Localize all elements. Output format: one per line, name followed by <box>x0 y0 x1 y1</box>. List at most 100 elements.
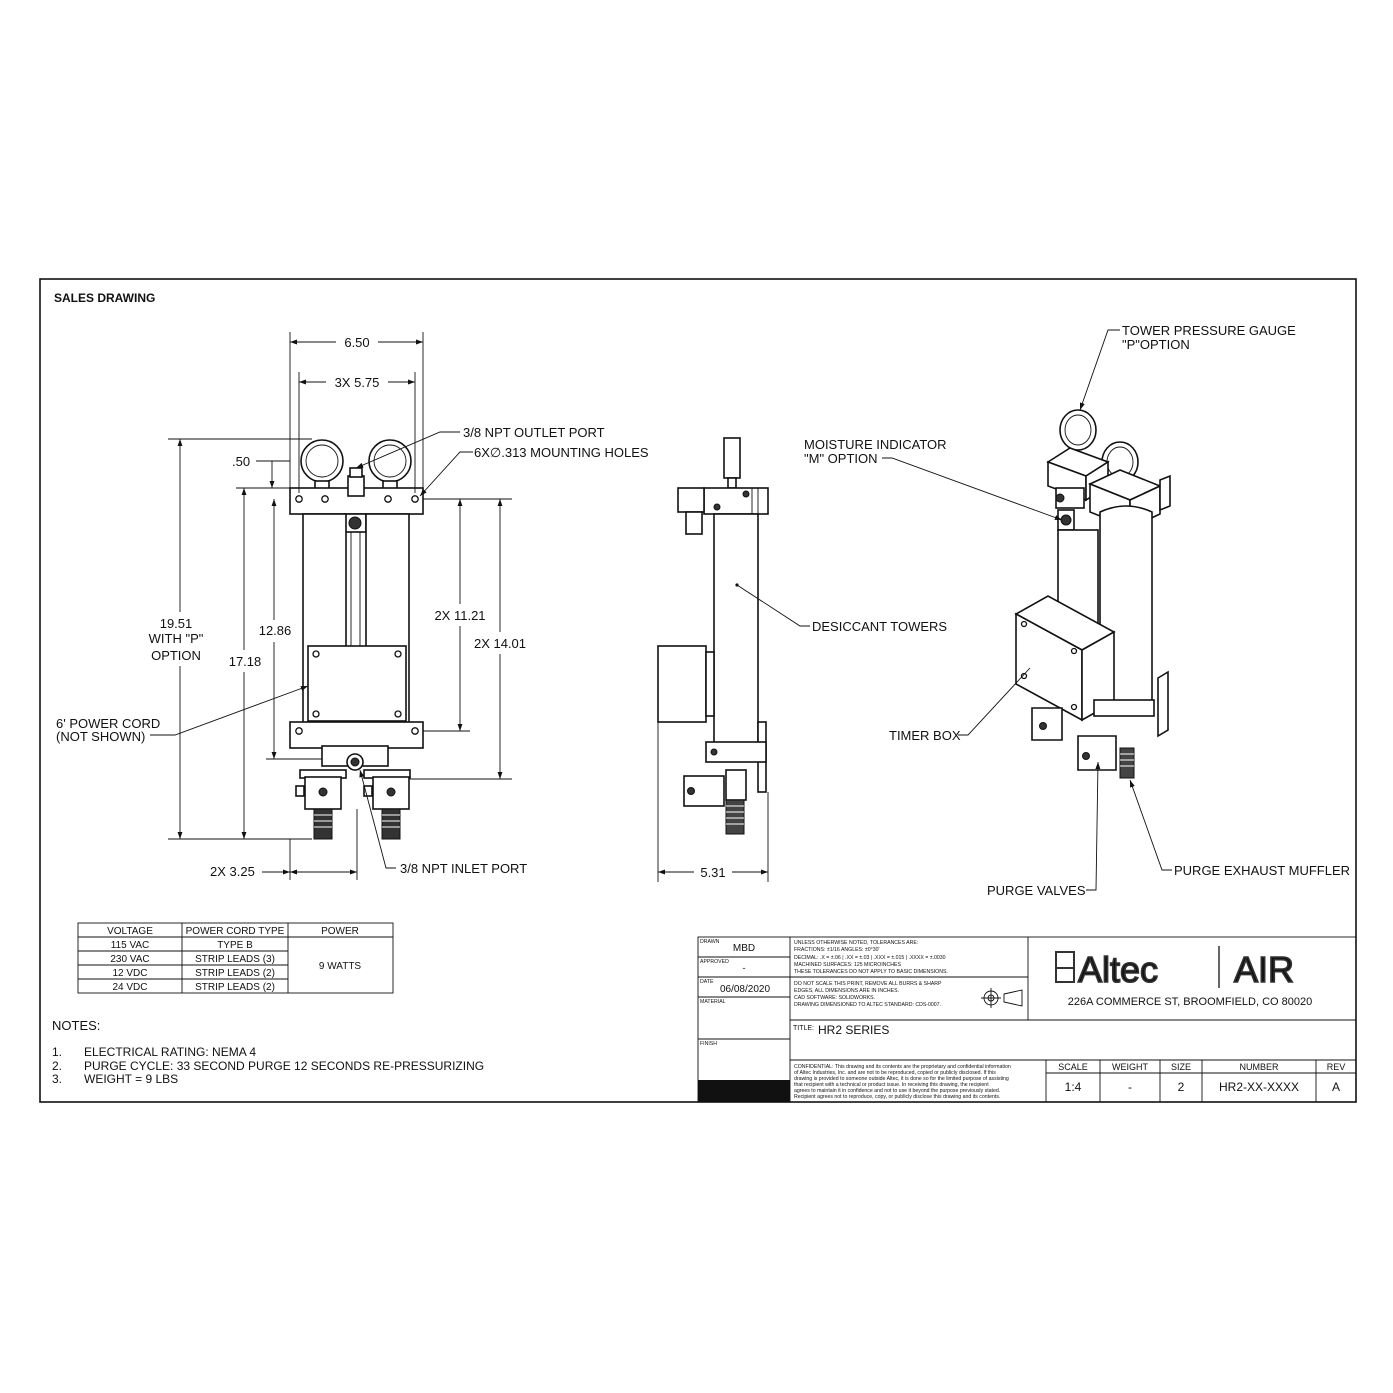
callout-mounting-holes: 6X∅.313 MOUNTING HOLES <box>474 445 649 460</box>
table-power-value: 9 WATTS <box>319 961 362 972</box>
table-cell: STRIP LEADS (3) <box>195 954 275 965</box>
dim-top-offset: .50 <box>232 454 250 469</box>
table-cell: 24 VDC <box>112 982 147 993</box>
confidential-line: drawing is provided to someone outside A… <box>794 1076 1009 1082</box>
table-cell: 12 VDC <box>112 968 147 979</box>
iso-purge-valve-left <box>1031 707 1063 741</box>
note-text: ELECTRICAL RATING: NEMA 4 <box>84 1045 256 1059</box>
iso-purge-valve-right <box>1077 735 1117 771</box>
approved-label: APPROVED <box>700 959 729 965</box>
side-view: 5.31 DESICCANT TOWERS <box>657 437 947 882</box>
dim-height-17: 17.18 <box>229 654 262 669</box>
scale-value: 1:4 <box>1065 1080 1082 1094</box>
iso-gauge-left <box>1059 409 1097 451</box>
dim-depth: 5.31 <box>700 865 725 880</box>
address: 226A COMMERCE ST, BROOMFIELD, CO 80020 <box>1068 996 1313 1008</box>
rev-label: REV <box>1327 1062 1346 1072</box>
altec-logo: Altec AIR <box>1055 946 1295 991</box>
side-muffler <box>725 799 745 835</box>
sheet-title: SALES DRAWING <box>54 291 155 305</box>
note-number: 3. <box>52 1072 62 1086</box>
table-cell: STRIP LEADS (2) <box>195 968 275 979</box>
callout-moisture-2: "M" OPTION <box>804 451 878 466</box>
note-number: 2. <box>52 1059 62 1073</box>
note-text: PURGE CYCLE: 33 SECOND PURGE 12 SECONDS … <box>84 1059 484 1073</box>
table-cell: TYPE B <box>217 940 253 951</box>
front-view: 6.50 3X 5.75 .50 19.51 WITH "P" OPTION 1… <box>56 332 649 880</box>
approved-value: - <box>743 963 746 973</box>
timer-box <box>307 645 407 722</box>
third-angle-projection-icon <box>981 988 1023 1008</box>
note-text: WEIGHT = 9 LBS <box>84 1072 178 1086</box>
confidential-line: CONFIDENTIAL: This drawing and its conte… <box>794 1064 1011 1070</box>
title-block: DRAWN MBD APPROVED - DATE 06/08/2020 MAT… <box>697 936 1357 1103</box>
tolerance-line: DECIMAL: .X = ±.06 | .XX = ±.03 | .XXX =… <box>794 955 946 961</box>
notes-heading: NOTES: <box>52 1018 100 1033</box>
muffler-left <box>313 808 333 840</box>
callout-desiccant-towers: DESICCANT TOWERS <box>812 619 947 634</box>
tolerance-line: UNLESS OTHERWISE NOTED, TOLERANCES ARE: <box>794 940 918 946</box>
callout-power-cord-2: (NOT SHOWN) <box>56 729 145 744</box>
drawn-label: DRAWN <box>700 939 720 945</box>
note-number: 1. <box>52 1045 62 1059</box>
pressure-gauge-left <box>300 439 344 483</box>
brand-left: Altec <box>1078 949 1158 990</box>
iso-view: TOWER PRESSURE GAUGE "P"OPTION MOISTURE … <box>804 323 1350 898</box>
callout-gauge-1: TOWER PRESSURE GAUGE <box>1122 323 1296 338</box>
pressure-gauge-right <box>368 439 412 483</box>
tolerance-line: THESE TOLERANCES DO NOT APPLY TO BASIC D… <box>794 969 948 975</box>
rev-value: A <box>1332 1080 1340 1094</box>
table-header-cord: POWER CORD TYPE <box>186 926 285 937</box>
side-tower <box>713 513 759 747</box>
drawn-value: MBD <box>733 943 755 954</box>
scale-note-line: CAD SOFTWARE: SOLIDWORKS. <box>794 995 875 1001</box>
title-value: HR2 SERIES <box>818 1023 889 1037</box>
bottom-bracket <box>289 721 424 749</box>
scale-note-line: EDGES, ALL DIMENSIONS ARE IN INCHES. <box>794 988 899 994</box>
size-value: 2 <box>1178 1080 1185 1094</box>
finish-label: FINISH <box>700 1041 717 1047</box>
confidential-line: of Altec Industries, Inc. and are not to… <box>794 1070 996 1076</box>
scale-note-line: DO NOT SCALE THIS PRINT, REMOVE ALL BURR… <box>794 981 942 987</box>
number-label: NUMBER <box>1239 1062 1279 1072</box>
confidential-line: that recipient with a technical or produ… <box>794 1082 989 1088</box>
callout-gauge-2: "P"OPTION <box>1122 337 1190 352</box>
callout-purge-valves: PURGE VALVES <box>987 883 1086 898</box>
outlet-port <box>347 475 365 497</box>
dim-2x-11: 2X 11.21 <box>434 608 485 623</box>
confidential-line: Recipient agrees not to reproduce, copy,… <box>794 1094 1000 1100</box>
tolerance-line: FRACTIONS: ±1/16 ANGLES: ±0°30' <box>794 947 879 953</box>
title-label: TITLE: <box>793 1025 814 1032</box>
callout-muffler: PURGE EXHAUST MUFFLER <box>1174 863 1350 878</box>
table-cell: 230 VAC <box>110 954 149 965</box>
callout-outlet-port: 3/8 NPT OUTLET PORT <box>463 425 605 440</box>
weight-label: WEIGHT <box>1112 1062 1148 1072</box>
callout-timer-box: TIMER BOX <box>889 728 961 743</box>
table-cell: 115 VAC <box>111 940 150 951</box>
callout-power-cord-1: 6' POWER CORD <box>56 716 160 731</box>
scale-note-line: DRAWING DIMENSIONED TO ALTEC STANDARD: C… <box>794 1002 941 1008</box>
table-cell: STRIP LEADS (2) <box>195 982 275 993</box>
dim-2x-325: 2X 3.25 <box>210 864 255 879</box>
scale-label: SCALE <box>1058 1062 1088 1072</box>
callout-moisture-1: MOISTURE INDICATOR <box>804 437 947 452</box>
side-timer-box <box>657 645 707 723</box>
dim-2x-14: 2X 14.01 <box>474 636 526 651</box>
dim-overall-height-2: WITH "P" <box>149 631 204 646</box>
dim-height-12: 12.86 <box>259 623 292 638</box>
muffler-right <box>381 808 401 840</box>
date-label: DATE <box>700 979 714 985</box>
date-value: 06/08/2020 <box>720 984 770 995</box>
tolerance-line: MACHINED SURFACES: 125 MICROINCHES <box>794 962 901 968</box>
callout-inlet-port: 3/8 NPT INLET PORT <box>400 861 527 876</box>
power-table: VOLTAGE POWER CORD TYPE POWER 115 VAC TY… <box>77 922 394 994</box>
material-label: MATERIAL <box>700 999 726 1005</box>
notes: NOTES: 1. ELECTRICAL RATING: NEMA 4 2. P… <box>52 1018 484 1086</box>
dim-hole-spacing: 3X 5.75 <box>335 375 380 390</box>
side-moisture-indicator <box>677 487 705 513</box>
table-header-power: POWER <box>321 926 359 937</box>
side-gauge <box>723 437 741 479</box>
brand-right: AIR <box>1234 949 1294 990</box>
number-value: HR2-XX-XXXX <box>1219 1080 1299 1094</box>
